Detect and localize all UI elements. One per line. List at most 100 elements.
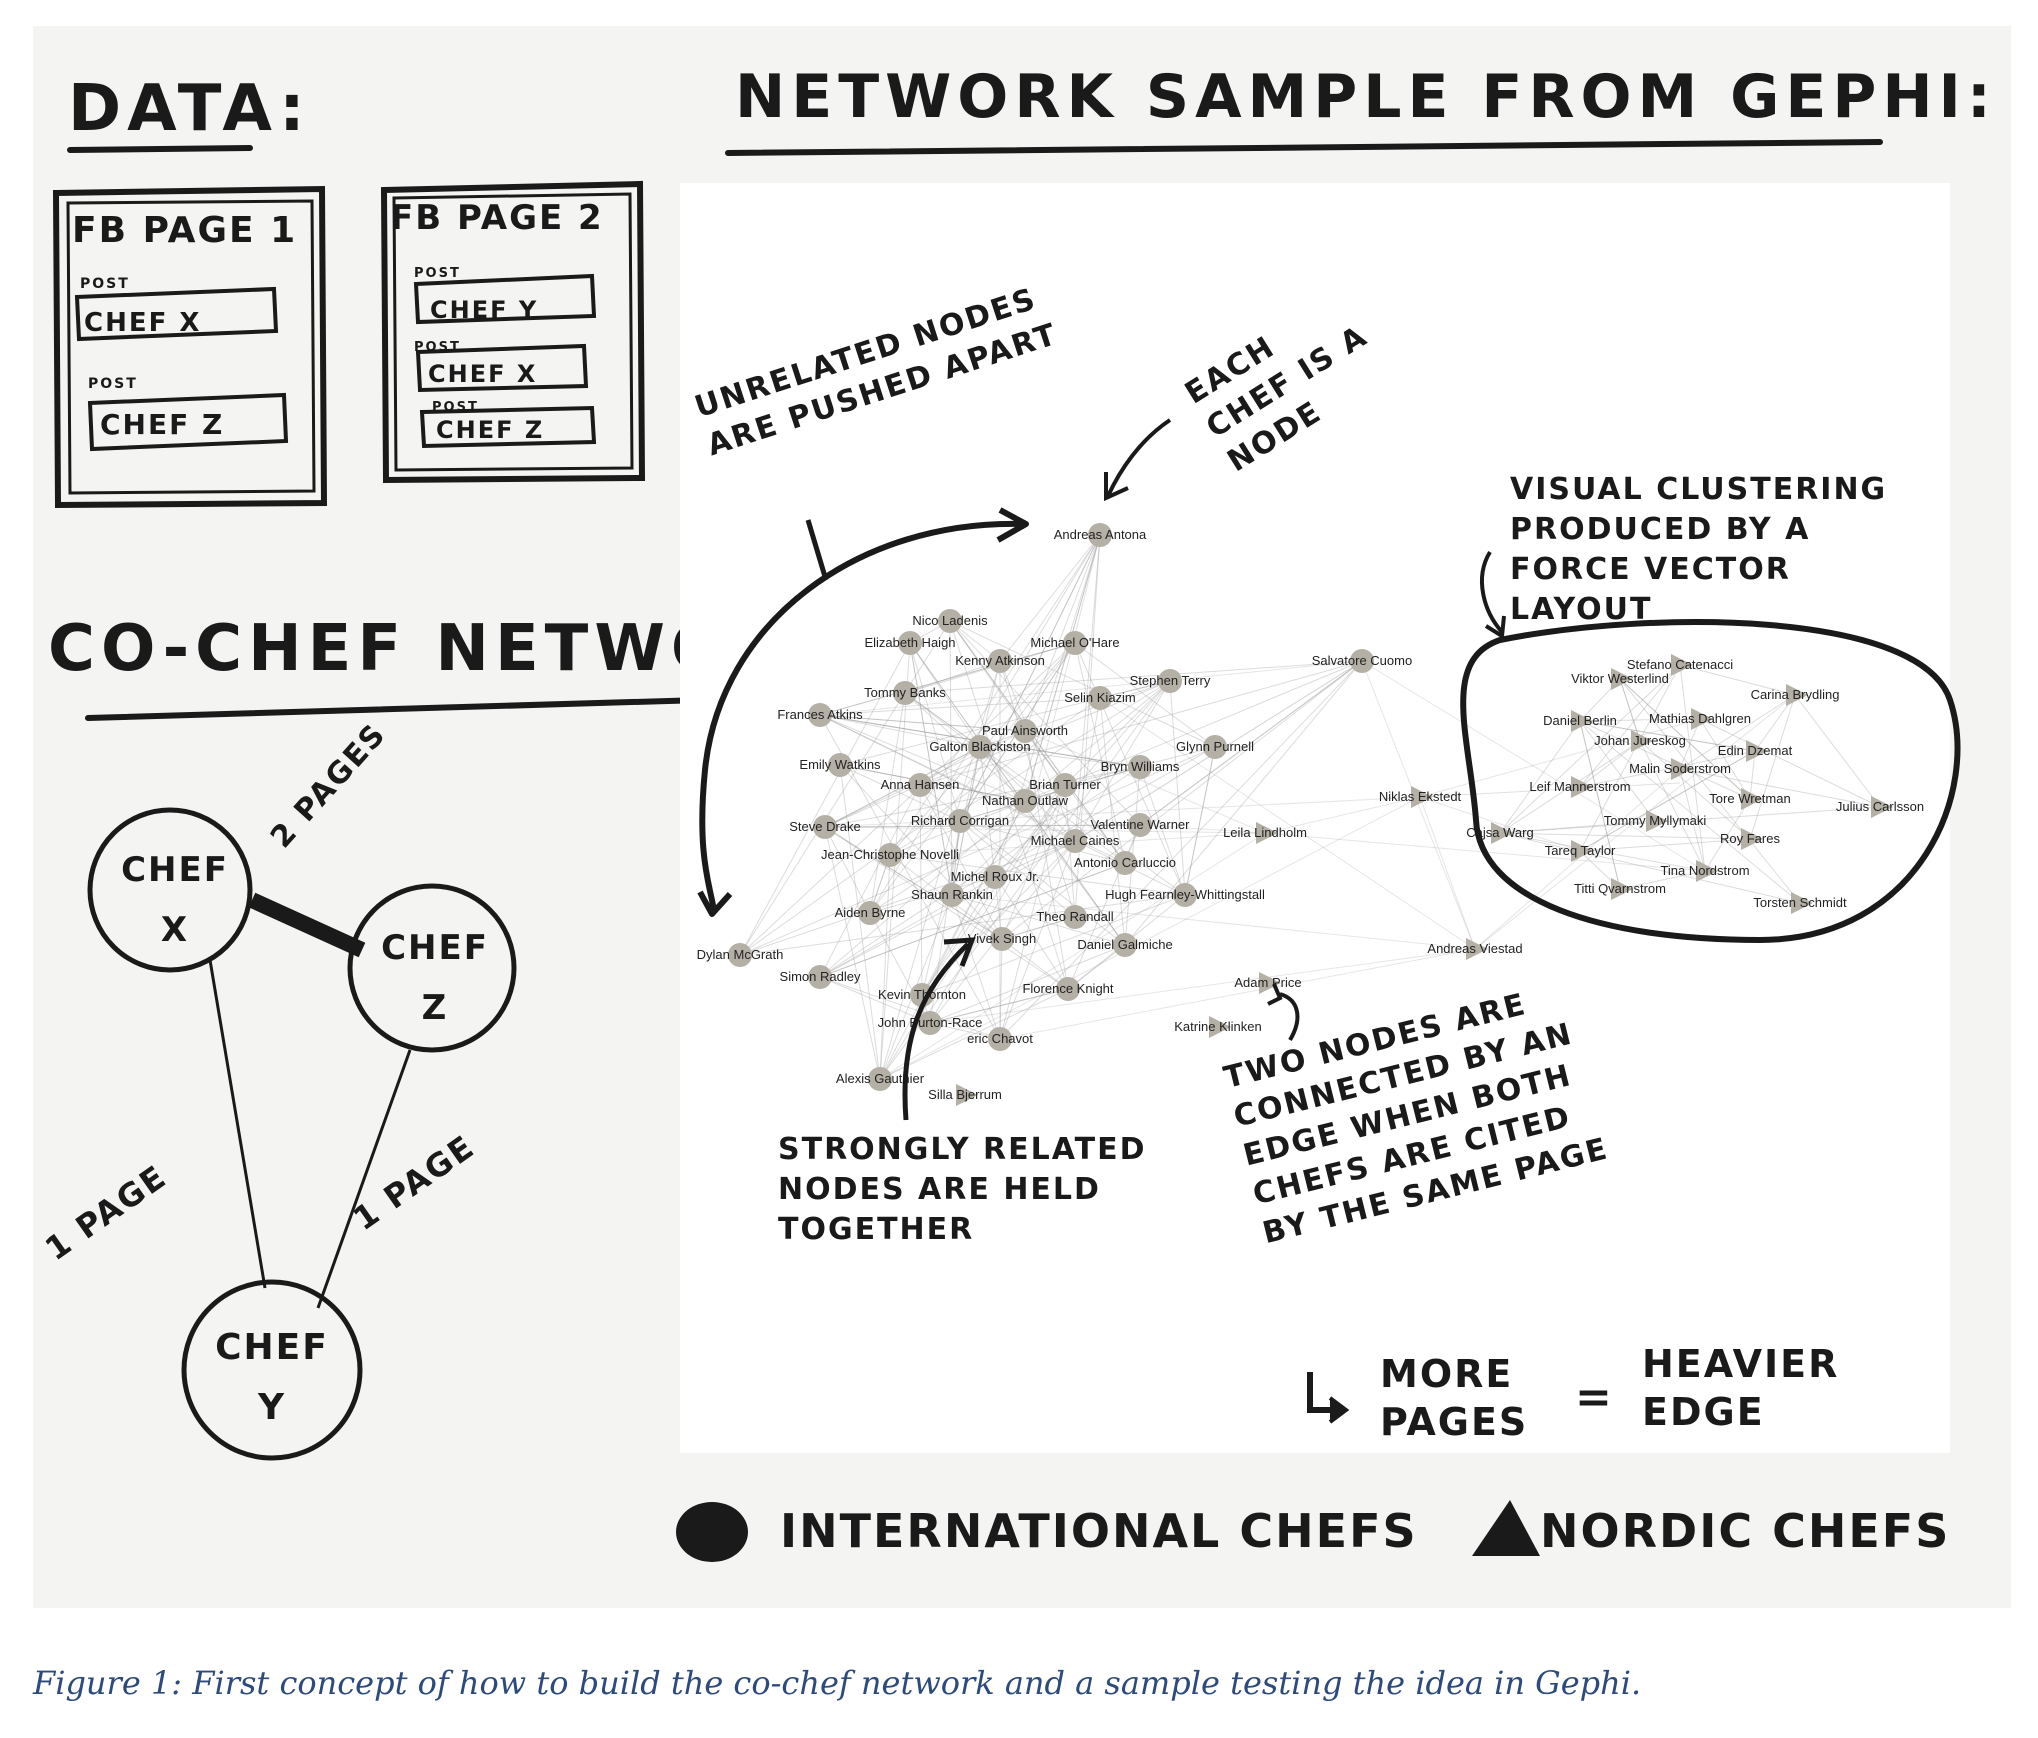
network-edge <box>1579 750 1756 788</box>
network-edge <box>1024 534 1101 802</box>
international-chef-node <box>1063 905 1087 929</box>
network-edge <box>951 894 1126 946</box>
post-label: POST <box>80 276 130 292</box>
network-edge <box>1074 642 1216 748</box>
chef-node-label: Torsten Schmidt <box>1753 895 1847 910</box>
network-edge <box>1184 746 1216 896</box>
network-edge <box>879 660 1001 1080</box>
network-edge <box>1184 746 1216 896</box>
chef-y-node <box>181 1279 363 1461</box>
network-edge <box>959 820 1069 990</box>
chef-node-label: Salvatore Cuomo <box>1312 653 1412 668</box>
chef-node-label: Richard Corrigan <box>911 813 1009 828</box>
network-edge <box>1074 642 1126 864</box>
network-edge <box>869 534 1101 914</box>
chef-node-label: Emily Watkins <box>799 757 881 772</box>
international-chef-node <box>1053 773 1077 797</box>
network-edge <box>1579 720 1756 752</box>
network-edge <box>739 642 1076 956</box>
network-edge <box>1099 697 1476 950</box>
network-edge <box>819 714 981 748</box>
chef-node-label: Elizabeth Haigh <box>864 635 955 650</box>
network-edge <box>819 840 1076 978</box>
network-edge <box>824 784 921 828</box>
chef-node-label: Daniel Galmiche <box>1077 937 1172 952</box>
chef-node-label: Hugh Fearnley-Whittingstall <box>1105 887 1265 902</box>
network-edge <box>1699 718 1751 800</box>
international-chef-node <box>1203 735 1227 759</box>
network-edge <box>929 944 1126 1024</box>
network-edge <box>819 800 1026 978</box>
network-edge <box>824 796 1421 828</box>
international-chef-node <box>808 703 832 727</box>
network-edge <box>1619 678 1801 904</box>
chef-node-label: Steve Drake <box>789 819 861 834</box>
chef-node-label: Katrine Klinken <box>1174 1019 1261 1034</box>
network-edge <box>949 620 1066 786</box>
chef-node-label: Kevin Thornton <box>878 987 966 1002</box>
network-edge <box>839 764 1026 802</box>
international-chef-node <box>878 843 902 867</box>
network-edge <box>1024 534 1101 732</box>
international-chef-node <box>898 631 922 655</box>
international-chef-node <box>968 735 992 759</box>
network-edge <box>1024 660 1363 802</box>
international-chef-node <box>1013 719 1037 743</box>
chef-node-label: Julius Carlsson <box>1836 799 1924 814</box>
chef-node-label: Niklas Ekstedt <box>1379 789 1462 804</box>
chef-node-label: Kenny Atkinson <box>955 653 1045 668</box>
network-edge <box>999 660 1076 918</box>
network-edge <box>1579 720 1756 752</box>
chef-node-label: Mathias Dahlgren <box>1649 711 1751 726</box>
network-edge <box>824 824 1141 828</box>
network-edge <box>879 832 1266 1080</box>
fb-page-2-title: FB PAGE 2 <box>390 198 604 238</box>
network-edge <box>929 948 1476 1024</box>
chef-y-label: CHEF Y <box>215 1327 329 1428</box>
nordic-chef-node <box>1871 796 1893 818</box>
network-edge <box>1499 832 1751 840</box>
international-chef-node <box>988 649 1012 673</box>
chef-node-label: Aiden Byrne <box>835 905 906 920</box>
network-edge <box>904 692 1026 802</box>
international-chef-node <box>1088 686 1112 710</box>
network-edge <box>819 766 1141 978</box>
network-edge <box>994 840 1076 878</box>
legend-circle-icon <box>676 1502 748 1562</box>
chef-node-label: Cajsa Warg <box>1466 825 1533 840</box>
chef-node-label: eric Chavot <box>967 1031 1033 1046</box>
network-edge <box>999 784 1066 1040</box>
network-edge <box>1794 694 1881 808</box>
chef-node-label: Andreas Antona <box>1054 527 1147 542</box>
network-edge <box>1579 720 1801 904</box>
network-edge <box>994 534 1101 878</box>
network-edge <box>889 854 1069 990</box>
international-chef-node <box>813 815 837 839</box>
network-edge <box>824 766 1141 828</box>
network-edge <box>869 876 996 914</box>
nordic-chef-node <box>1256 822 1278 844</box>
network-edge <box>824 826 871 914</box>
network-edge <box>919 784 923 996</box>
network-edge <box>1024 766 1141 802</box>
network-sample-heading: NETWORK SAMPLE FROM GEPHI: <box>735 62 1997 132</box>
network-edge <box>1074 534 1101 842</box>
network-edge <box>1579 720 1621 890</box>
international-chef-node <box>1128 813 1152 837</box>
chef-node-label: Leila Lindholm <box>1223 825 1307 840</box>
annotation-clustering: VISUAL CLUSTERING PRODUCED BY A FORCE VE… <box>1510 472 1888 627</box>
network-edge <box>929 784 1066 1024</box>
network-edge <box>999 948 1476 1040</box>
chef-node-label: Viktor Westerlind <box>1571 671 1669 686</box>
network-edge <box>1074 534 1101 918</box>
figure-caption: Figure 1: First concept of how to build … <box>33 1664 1642 1702</box>
network-edge <box>904 642 1076 694</box>
network-edge <box>1619 678 1751 800</box>
network-edge <box>904 692 1126 864</box>
network-edge <box>819 976 931 1024</box>
legend-triangle-icon <box>1472 1500 1540 1556</box>
network-edge <box>879 796 1421 1080</box>
network-edge <box>1001 660 1363 940</box>
